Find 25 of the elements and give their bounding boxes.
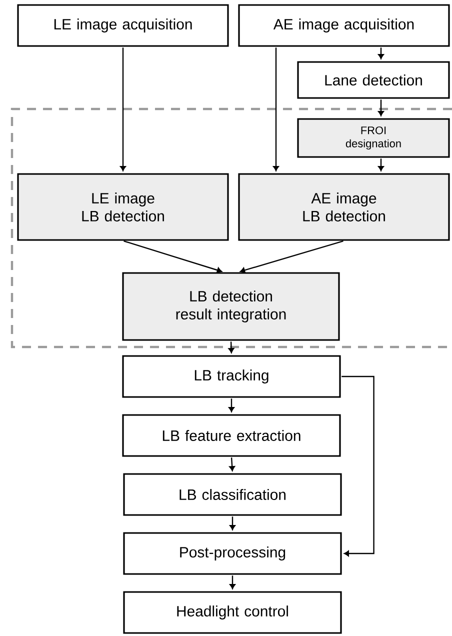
arrow bbox=[378, 48, 384, 60]
process-box: AE image acquisition bbox=[238, 4, 450, 47]
process-box: Post-processing bbox=[123, 532, 342, 575]
process-box: LB detection result integration bbox=[122, 272, 340, 341]
arrow bbox=[228, 342, 234, 354]
arrow bbox=[230, 516, 236, 530]
arrow bbox=[120, 48, 126, 172]
arrow bbox=[230, 576, 236, 590]
arrow bbox=[378, 158, 384, 172]
process-box: Lane detection bbox=[297, 61, 450, 99]
arrow bbox=[342, 376, 374, 556]
process-box: AE image LB detection bbox=[238, 173, 450, 241]
arrow bbox=[229, 458, 236, 472]
process-box: LB classification bbox=[123, 473, 342, 516]
arrow bbox=[273, 48, 279, 172]
process-box: FROI designation bbox=[297, 118, 450, 158]
arrow bbox=[240, 240, 344, 274]
arrow bbox=[228, 398, 234, 412]
process-box: LB feature extraction bbox=[122, 414, 341, 457]
arrow bbox=[378, 100, 384, 116]
process-box: Headlight control bbox=[123, 591, 342, 634]
process-box: LE image acquisition bbox=[17, 4, 229, 47]
process-box: LE image LB detection bbox=[17, 173, 229, 241]
arrow bbox=[124, 240, 222, 274]
process-box: LB tracking bbox=[122, 355, 341, 398]
